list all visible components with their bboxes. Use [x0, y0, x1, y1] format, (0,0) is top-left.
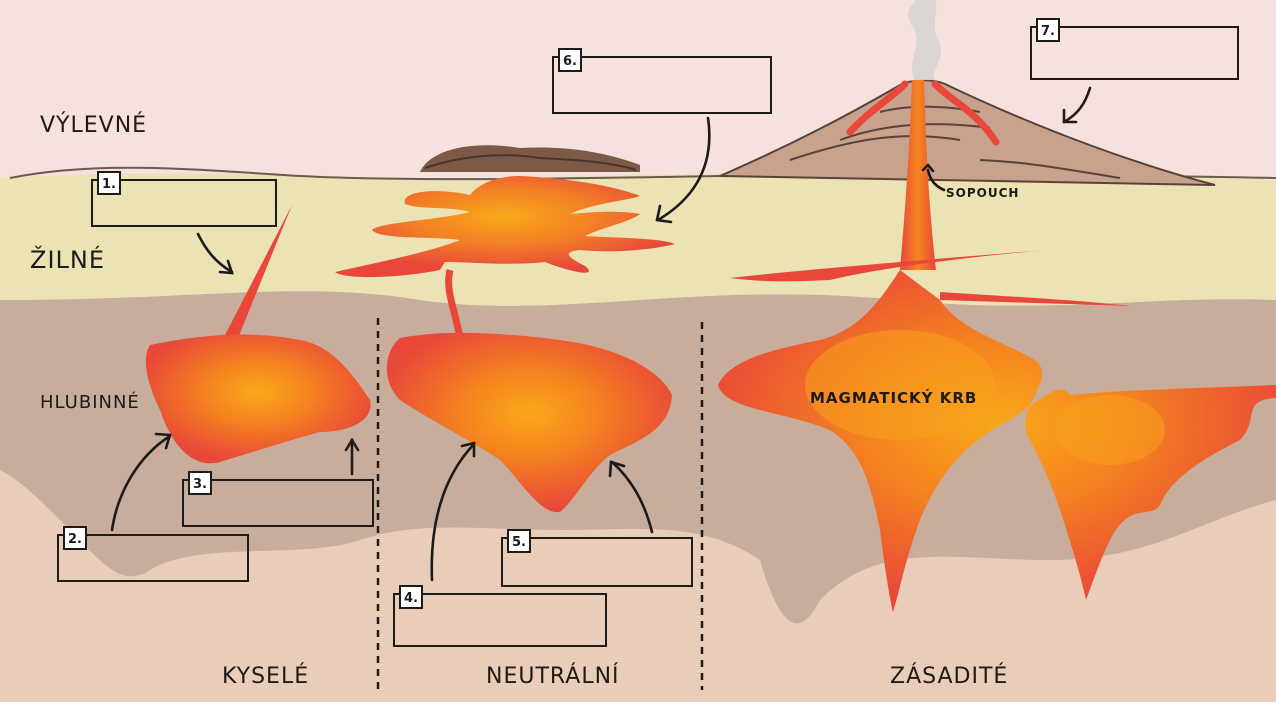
answer-box-number: 2.: [68, 532, 82, 547]
basic-chamber-core: [805, 330, 995, 440]
answer-box-number: 6.: [563, 54, 577, 69]
answer-box-number: 1.: [102, 177, 116, 192]
answer-box-number: 5.: [512, 535, 526, 550]
answer-box-number: 4.: [404, 591, 418, 606]
answer-box-number: 3.: [193, 477, 207, 492]
basic-side-chamber-core: [1055, 395, 1165, 465]
magma-type-neutral: NEUTRÁLNÍ: [486, 663, 620, 689]
zone-label-extrusive: VÝLEVNÉ: [40, 112, 147, 138]
vent-label: SOPOUCH: [946, 186, 1019, 200]
zone-label-dike: ŽILNÉ: [30, 245, 105, 274]
magma-chamber-label: MAGMATICKÝ KRB: [810, 388, 977, 407]
magma-type-acidic: KYSELÉ: [222, 663, 309, 689]
magma-type-basic: ZÁSADITÉ: [890, 663, 1008, 689]
answer-box-number: 7.: [1041, 24, 1055, 39]
zone-label-plutonic: HLUBINNÉ: [40, 391, 140, 413]
